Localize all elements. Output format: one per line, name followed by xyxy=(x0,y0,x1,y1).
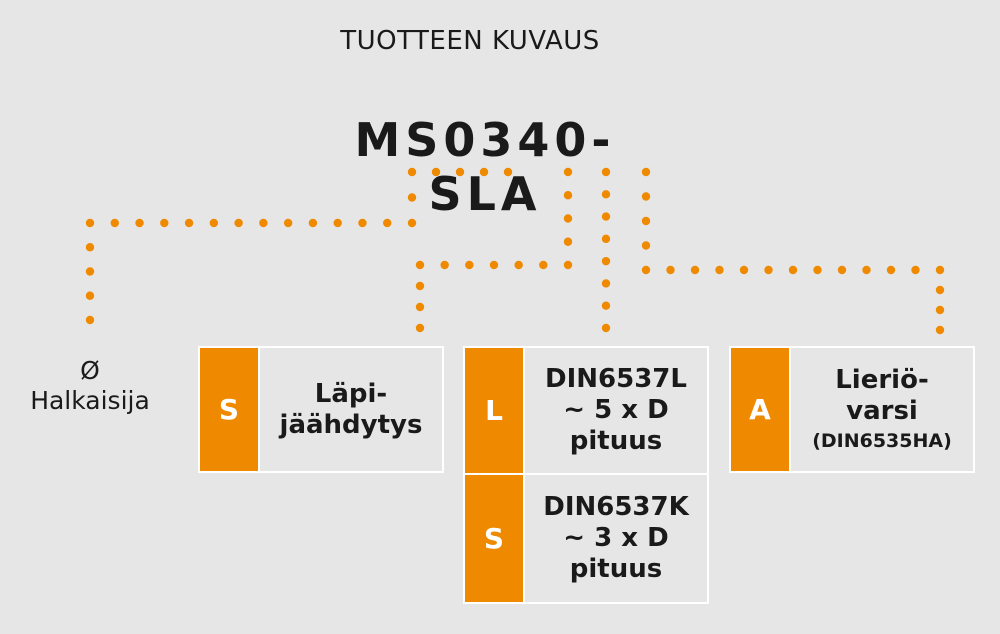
connector-dot xyxy=(415,260,425,270)
connector-dot xyxy=(837,265,847,275)
connector-dot xyxy=(601,301,611,310)
connector-dot xyxy=(739,265,749,275)
connector-dot xyxy=(431,167,441,177)
connector-dot xyxy=(415,281,425,291)
connector-dot xyxy=(935,265,945,275)
connector-dot xyxy=(601,234,611,244)
connector-dot xyxy=(85,243,95,252)
connector-dot xyxy=(479,167,489,177)
connector-dot xyxy=(601,279,611,288)
connector-dot xyxy=(308,218,318,228)
option-description: Lieriö- varsi (DIN6535HA) xyxy=(791,348,973,471)
option-line: DIN6537L xyxy=(545,364,687,394)
connector-dot xyxy=(911,265,920,275)
connector-dot xyxy=(641,216,651,226)
connector-dot xyxy=(489,260,499,270)
option-line: ~ 3 x D xyxy=(563,523,669,553)
option-letter: S xyxy=(465,475,525,602)
option-line: DIN6537K xyxy=(543,492,689,522)
option-line: pituus xyxy=(569,426,663,456)
connector-dot xyxy=(601,323,611,333)
connector-dot xyxy=(415,323,425,333)
connector-dot xyxy=(690,265,700,275)
option-line: Läpi- xyxy=(314,378,388,409)
connector-dot xyxy=(563,167,573,177)
option-letter: A xyxy=(731,348,791,471)
connector-dot xyxy=(788,265,798,275)
connector-dot xyxy=(465,260,474,270)
connector-dot xyxy=(813,265,822,275)
connector-dot xyxy=(110,218,119,228)
connector-dot xyxy=(641,265,651,275)
product-code: MS0340-SLA xyxy=(354,113,616,221)
connector-dot xyxy=(85,218,95,228)
connector-dot xyxy=(283,218,293,228)
connector-dot xyxy=(862,265,871,275)
connector-coolant xyxy=(415,167,573,333)
connector-dot xyxy=(407,218,417,228)
connector-dot xyxy=(503,167,513,177)
connector-dot xyxy=(514,260,523,270)
option-description: DIN6537K ~ 3 x D pituus xyxy=(525,475,707,602)
option-line: pituus xyxy=(569,554,663,584)
connector-dot xyxy=(563,214,573,223)
option-letter: S xyxy=(200,348,260,471)
connector-dot xyxy=(641,192,651,201)
connector-dot xyxy=(715,265,724,275)
connector-dot xyxy=(85,315,95,325)
connector-dot xyxy=(641,167,651,177)
connector-dot xyxy=(563,237,573,246)
option-line: Lieriö- xyxy=(835,364,929,395)
connector-shank xyxy=(641,167,945,335)
connector-dot xyxy=(455,167,465,177)
option-line: jäähdytys xyxy=(279,409,423,440)
connector-dot xyxy=(234,218,243,228)
connector-dot xyxy=(85,291,95,300)
option-line: varsi xyxy=(846,395,918,426)
connector-dot xyxy=(415,302,425,312)
connector-diameter xyxy=(85,167,513,325)
diameter-text: Halkaisija xyxy=(30,386,150,415)
option-line: ~ 5 x D xyxy=(563,395,669,425)
option-description: DIN6537L ~ 5 x D pituus xyxy=(525,348,707,473)
diameter-label: Ø Halkaisija xyxy=(10,356,170,416)
connector-dot xyxy=(383,218,392,228)
connector-dot xyxy=(601,190,611,199)
connector-dot xyxy=(563,191,573,200)
section-title: TUOTTEEN KUVAUS xyxy=(340,26,600,56)
connector-dot xyxy=(160,218,169,228)
connector-dot xyxy=(259,218,268,228)
connector-dot xyxy=(935,285,945,295)
connector-dot xyxy=(601,167,611,177)
connector-dot xyxy=(935,305,945,315)
connector-dot xyxy=(209,218,219,228)
connector-dot xyxy=(135,218,144,228)
connector-dot xyxy=(601,256,611,266)
connector-dot xyxy=(539,260,548,270)
option-box-long: L DIN6537L ~ 5 x D pituus xyxy=(463,346,709,475)
option-description: Läpi- jäähdytys xyxy=(260,348,442,471)
connector-dot xyxy=(358,218,367,228)
connector-dot xyxy=(764,265,773,275)
option-letter: L xyxy=(465,348,525,473)
connector-dot xyxy=(333,218,342,228)
connector-dot xyxy=(407,193,417,202)
option-box-shank: A Lieriö- varsi (DIN6535HA) xyxy=(729,346,975,473)
connector-dot xyxy=(440,260,449,270)
diameter-symbol: Ø xyxy=(80,356,100,385)
option-box-short: S DIN6537K ~ 3 x D pituus xyxy=(463,473,709,604)
option-box-coolant: S Läpi- jäähdytys xyxy=(198,346,444,473)
option-note: (DIN6535HA) xyxy=(812,429,952,452)
connector-dot xyxy=(563,260,573,270)
connector-dot xyxy=(641,241,651,250)
connector-dot xyxy=(85,267,95,276)
connector-dot xyxy=(886,265,896,275)
connector-dot xyxy=(601,212,611,221)
connector-dot xyxy=(407,167,417,177)
connector-dot xyxy=(935,325,945,335)
connector-dot xyxy=(666,265,675,275)
connector-dot xyxy=(184,218,194,228)
connector-length xyxy=(601,167,611,333)
